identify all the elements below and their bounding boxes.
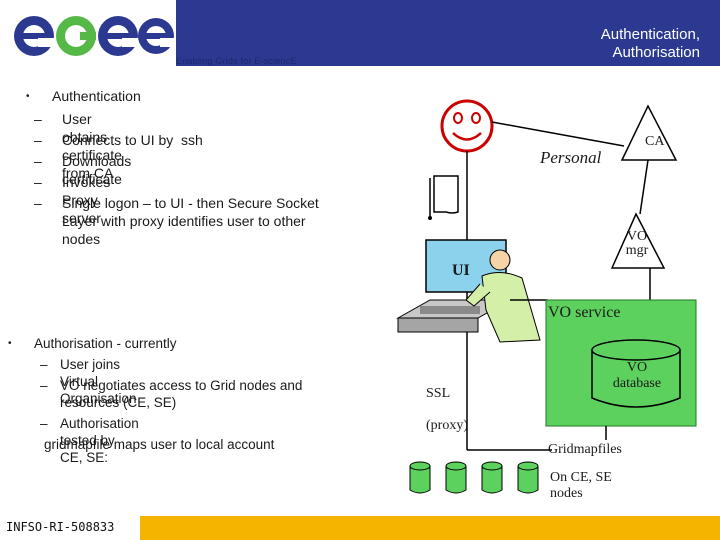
vo-database-icon	[591, 339, 681, 408]
gridmapfiles-label: Gridmapfiles	[548, 442, 622, 457]
slide-title-line-2: Authorisation	[612, 44, 700, 61]
dash-icon: –	[34, 132, 42, 148]
bullet-icon: •	[8, 338, 12, 349]
authz-item-4: gridmapfile maps user to local account	[44, 437, 275, 452]
dash-icon: –	[40, 378, 48, 393]
person-icon	[465, 249, 541, 343]
vo-service-label: VO service	[548, 304, 621, 321]
user-to-ca-line	[491, 121, 625, 147]
node-cylinders	[409, 461, 539, 494]
vo-mgr-triangle	[610, 212, 666, 269]
slide-title-line-1: Authentication,	[600, 26, 700, 43]
vo-database-label: VO database	[612, 360, 662, 391]
ca-triangle	[620, 104, 678, 161]
tagline: Enabling Grids for E-sciencE	[176, 56, 297, 66]
slide-header: Enabling Grids for E-sciencE Authenticat…	[0, 0, 720, 78]
certificate-icon	[428, 175, 459, 220]
proxy-label: (proxy)	[426, 418, 468, 433]
node-cylinder-icon	[481, 461, 503, 494]
node-cylinder-icon	[409, 461, 431, 494]
personal-label: Personal	[540, 148, 602, 167]
footer-project-id: INFSO-RI-508833	[6, 520, 115, 534]
ssl-label: SSL	[426, 386, 451, 401]
authentication-heading: Authentication	[52, 88, 141, 104]
slide-title: Authentication, Authorisation	[440, 26, 700, 62]
bullet-icon: •	[26, 91, 30, 102]
header-band	[168, 0, 720, 66]
authorisation-heading: Authorisation - currently	[34, 336, 177, 351]
vo-mgr-label: VO mgr	[625, 229, 649, 258]
egee-logo	[14, 16, 176, 56]
dash-icon: –	[34, 111, 42, 127]
dash-icon: –	[40, 416, 48, 431]
on-ce-se-label: On CE, SE nodes	[550, 470, 612, 501]
ui-computer-icon	[396, 239, 512, 333]
footer-left-panel	[0, 516, 140, 540]
dash-icon: –	[34, 153, 42, 169]
ca-to-vomgr-line	[639, 159, 649, 215]
logo-letters	[14, 16, 176, 56]
ca-label: CA	[645, 134, 665, 149]
dash-icon: –	[34, 174, 42, 190]
ui-label: UI	[452, 262, 470, 279]
dash-icon: –	[34, 195, 42, 211]
node-cylinder-icon	[517, 461, 539, 494]
node-cylinder-icon	[445, 461, 467, 494]
smiley-user-icon	[440, 99, 494, 153]
dash-icon: –	[40, 357, 48, 372]
